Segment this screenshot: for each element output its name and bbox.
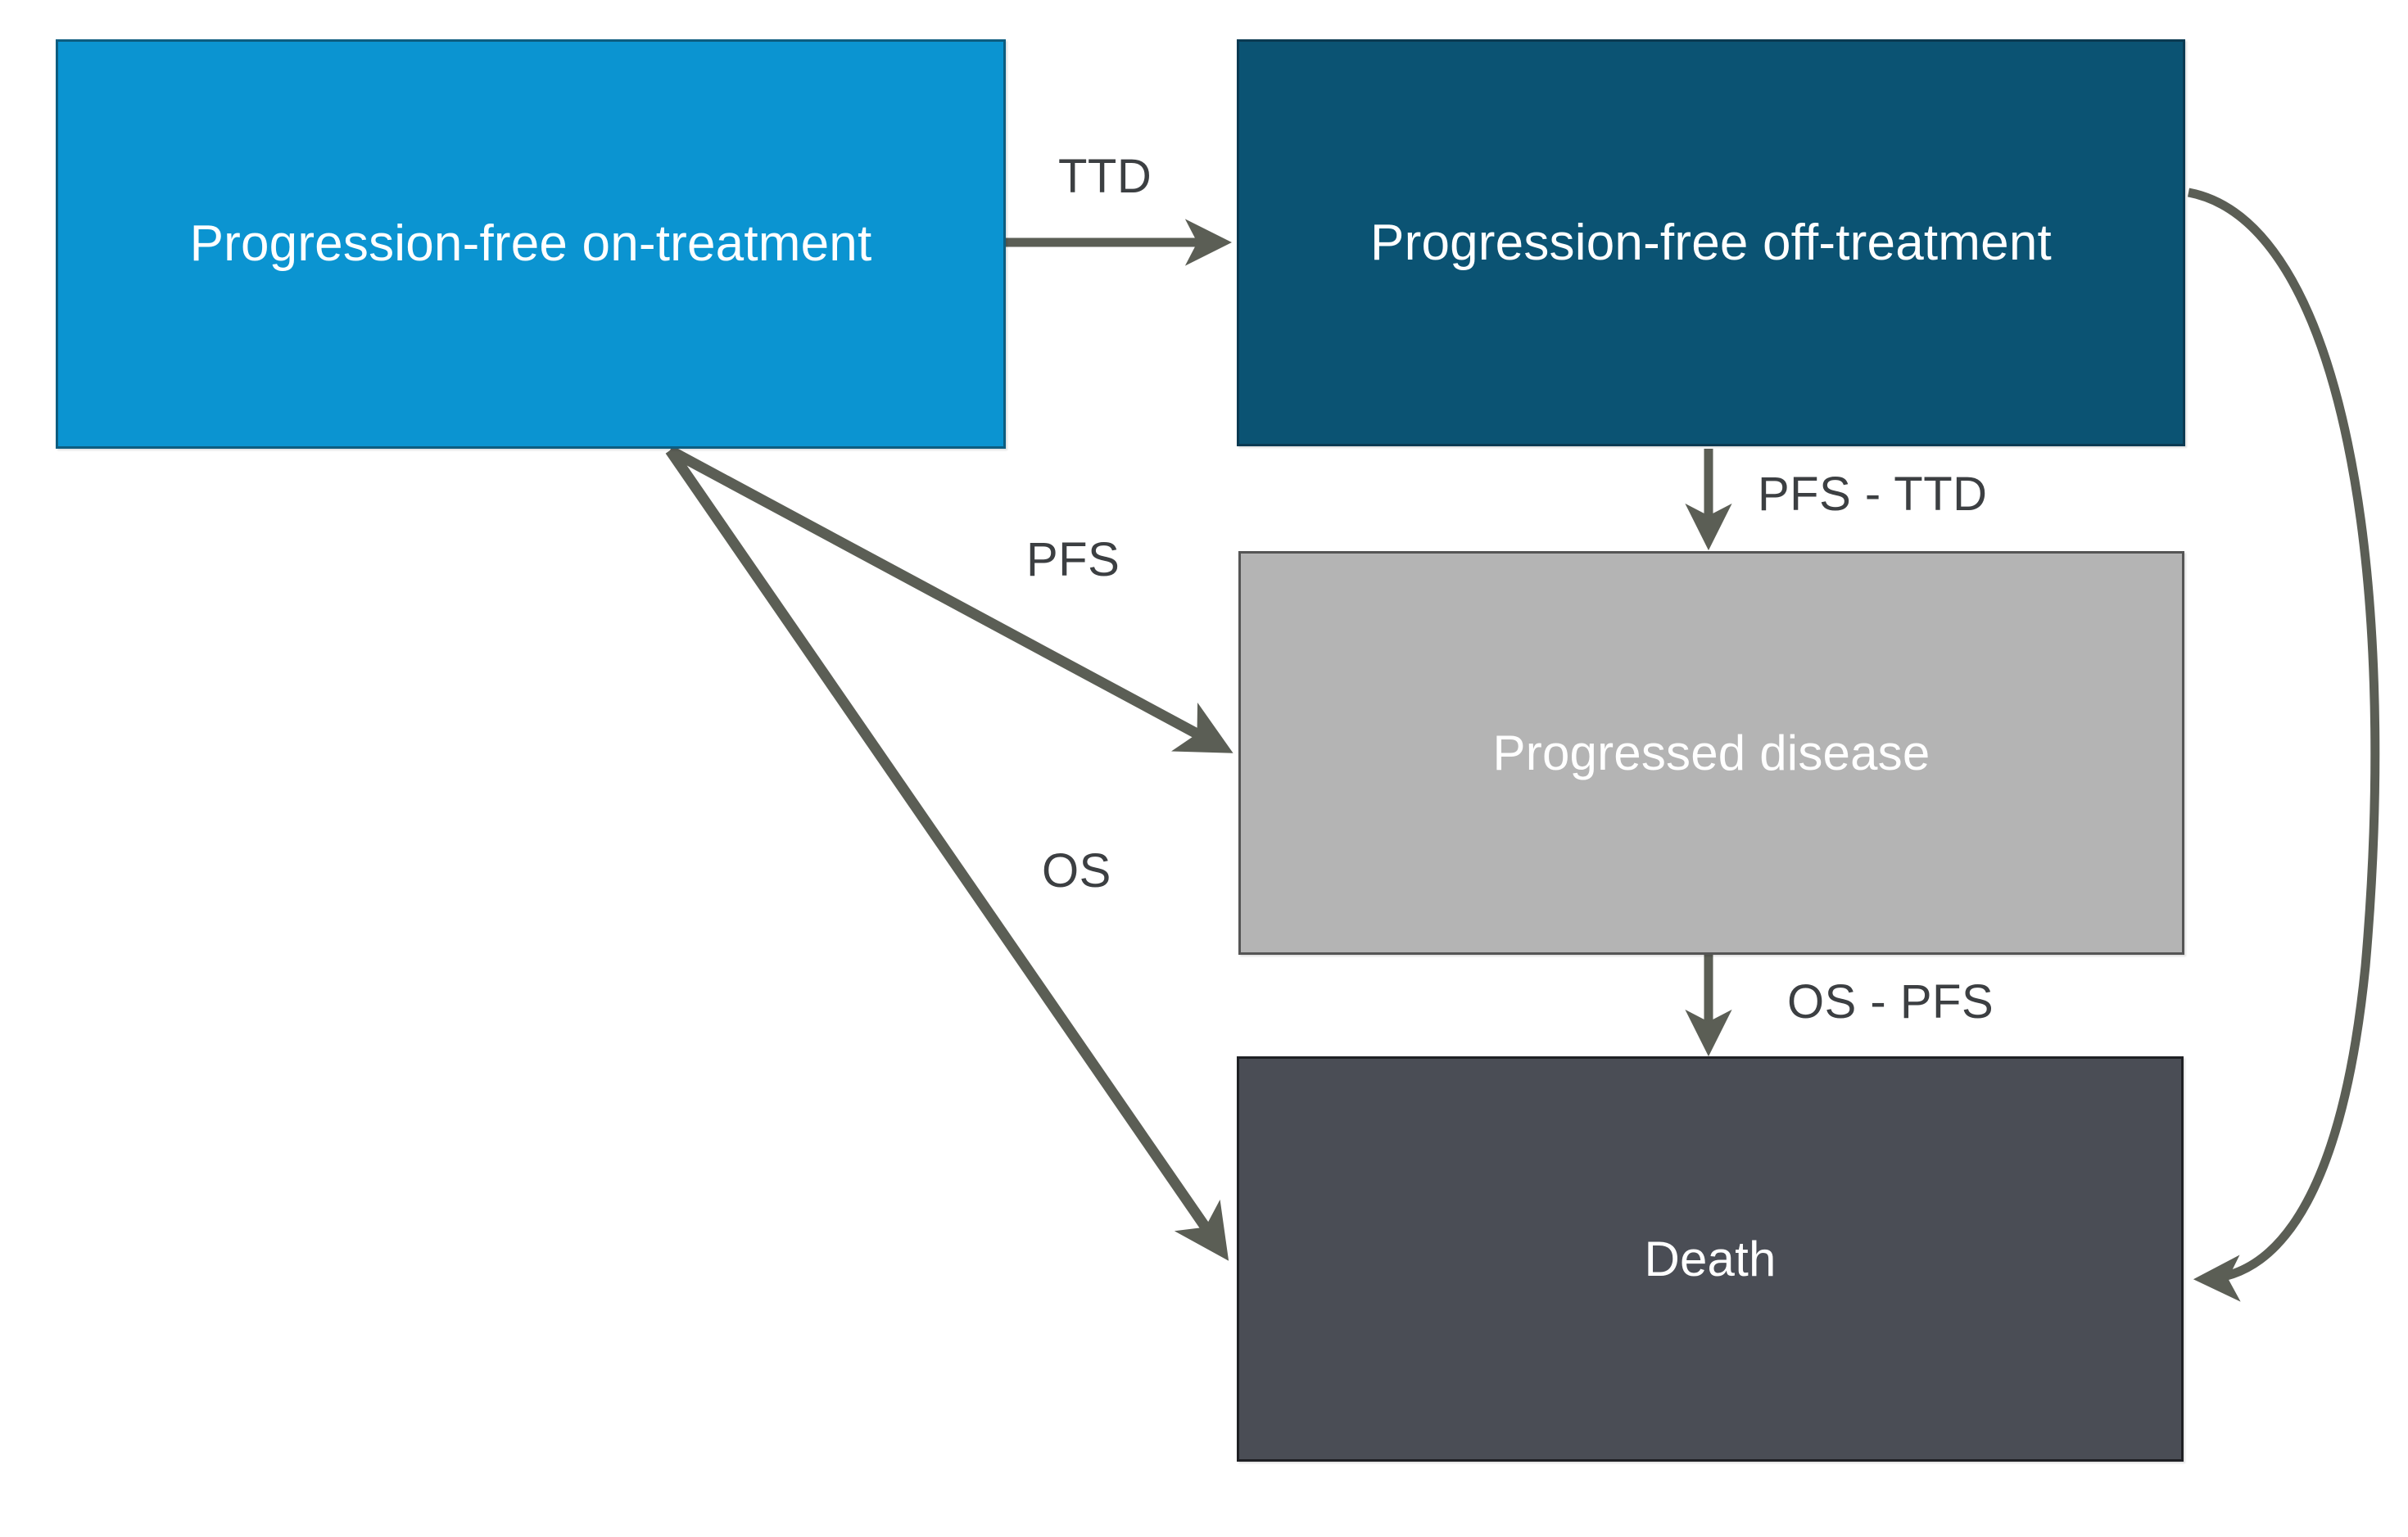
node-death[interactable]: Death: [1237, 1056, 2184, 1462]
edge-label-os-minus-pfs: OS - PFS: [1787, 975, 1994, 1028]
edge-label-pfs: PFS: [1026, 533, 1120, 586]
edge-label-ttd: TTD: [1058, 150, 1152, 203]
node-progression-free-off-treatment[interactable]: Progression-free off-treatment: [1237, 39, 2185, 446]
edge-pfs-arrow: [667, 445, 1233, 753]
node-label: Progression-free off-treatment: [1370, 214, 2052, 271]
node-label: Progressed disease: [1492, 725, 1930, 780]
edge-os-arrow: [665, 447, 1229, 1261]
node-label: Progression-free on-treatment: [189, 215, 872, 273]
edge-pfoff-to-death-curve: [2187, 188, 2380, 1302]
edge-label-os: OS: [1042, 844, 1111, 897]
edge-label-pfs-minus-ttd: PFS - TTD: [1758, 468, 1988, 521]
node-progression-free-on-treatment[interactable]: Progression-free on-treatment: [56, 39, 1006, 449]
node-label: Death: [1644, 1231, 1777, 1286]
node-progressed-disease[interactable]: Progressed disease: [1238, 551, 2184, 955]
